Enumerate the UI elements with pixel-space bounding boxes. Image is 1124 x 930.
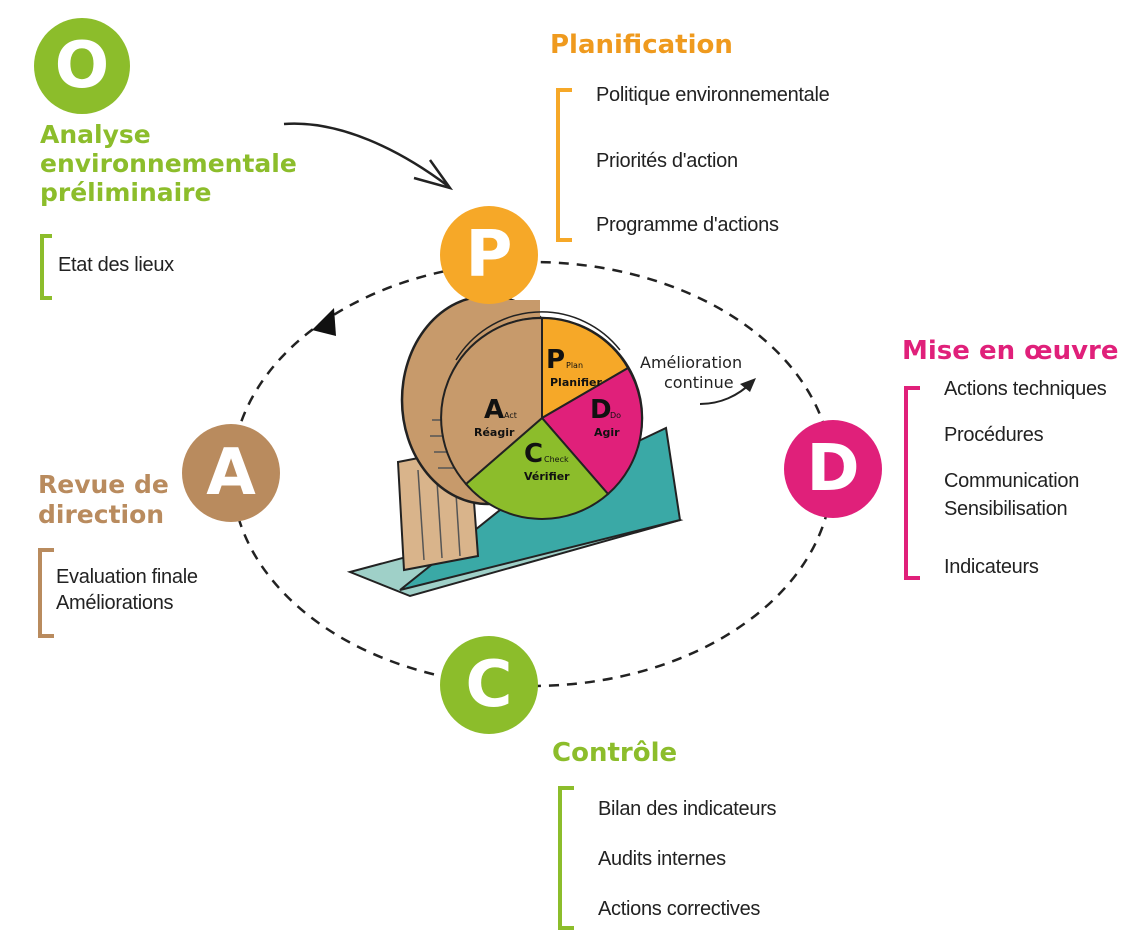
- a-circle: A: [182, 424, 280, 522]
- wheel-d-label: Agir: [594, 426, 620, 439]
- a-bracket: [38, 548, 54, 638]
- o-circle: O: [34, 18, 130, 114]
- d-item-3: Communication: [944, 470, 1080, 492]
- improvement-arrowhead: [740, 378, 756, 392]
- c-title: Contrôle: [552, 738, 678, 768]
- improvement-caption-line2: continue: [664, 373, 734, 392]
- cycle-arrowhead: [312, 308, 336, 336]
- p-bracket: [556, 88, 572, 242]
- c-bracket: [558, 786, 574, 930]
- wheel-c-letter: C: [524, 439, 543, 469]
- a-item-1: Evaluation finale: [56, 566, 198, 588]
- p-circle: P: [440, 206, 538, 304]
- wheel-p-letter: P: [546, 345, 565, 375]
- wheel-p-label: Planifier: [550, 376, 602, 389]
- wheel-d-letter: D: [590, 395, 612, 425]
- a-title: Revue de direction: [38, 470, 169, 530]
- d-item-5: Indicateurs: [944, 556, 1039, 578]
- wheel-c-small: Check: [544, 455, 569, 464]
- c-item-2: Audits internes: [598, 848, 726, 870]
- wheel-a-letter: A: [484, 395, 504, 425]
- a-title-line1: Revue de: [38, 470, 169, 499]
- o-title-line1: Analyse: [40, 120, 151, 149]
- o-to-p-arrow: [283, 122, 449, 188]
- wheel-a-small: Act: [504, 411, 517, 420]
- wheel-c-label: Vérifier: [524, 470, 570, 483]
- pdca-wheel-illustration: P Plan Planifier D Do Agir C Check Vérif…: [346, 294, 756, 598]
- c-item-3: Actions correctives: [598, 898, 761, 920]
- o-item-1: Etat des lieux: [58, 254, 174, 276]
- wheel-d-small: Do: [610, 411, 621, 420]
- d-item-4: Sensibilisation: [944, 498, 1068, 520]
- improvement-caption-line1: Amélioration: [640, 353, 742, 372]
- d-item-2: Procédures: [944, 424, 1044, 446]
- o-title-line3: préliminaire: [40, 178, 212, 207]
- p-item-2: Priorités d'action: [596, 150, 738, 172]
- o-to-p-arrowhead: [413, 159, 454, 191]
- a-title-line2: direction: [38, 500, 165, 529]
- a-item-2: Améliorations: [56, 592, 174, 614]
- p-title: Planification: [550, 30, 733, 60]
- o-title: Analyse environnementale préliminaire: [40, 120, 297, 207]
- d-bracket: [904, 386, 920, 580]
- wheel-p-small: Plan: [566, 361, 583, 370]
- d-item-1: Actions techniques: [944, 378, 1107, 400]
- d-circle: D: [784, 420, 882, 518]
- wheel-a-label: Réagir: [474, 426, 515, 439]
- c-item-1: Bilan des indicateurs: [598, 798, 777, 820]
- p-item-3: Programme d'actions: [596, 214, 779, 236]
- p-item-1: Politique environnementale: [596, 84, 830, 106]
- o-title-line2: environnementale: [40, 149, 297, 178]
- d-title: Mise en œuvre: [902, 336, 1119, 366]
- wheel-front: [440, 311, 644, 520]
- c-circle: C: [440, 636, 538, 734]
- o-bracket: [40, 234, 52, 300]
